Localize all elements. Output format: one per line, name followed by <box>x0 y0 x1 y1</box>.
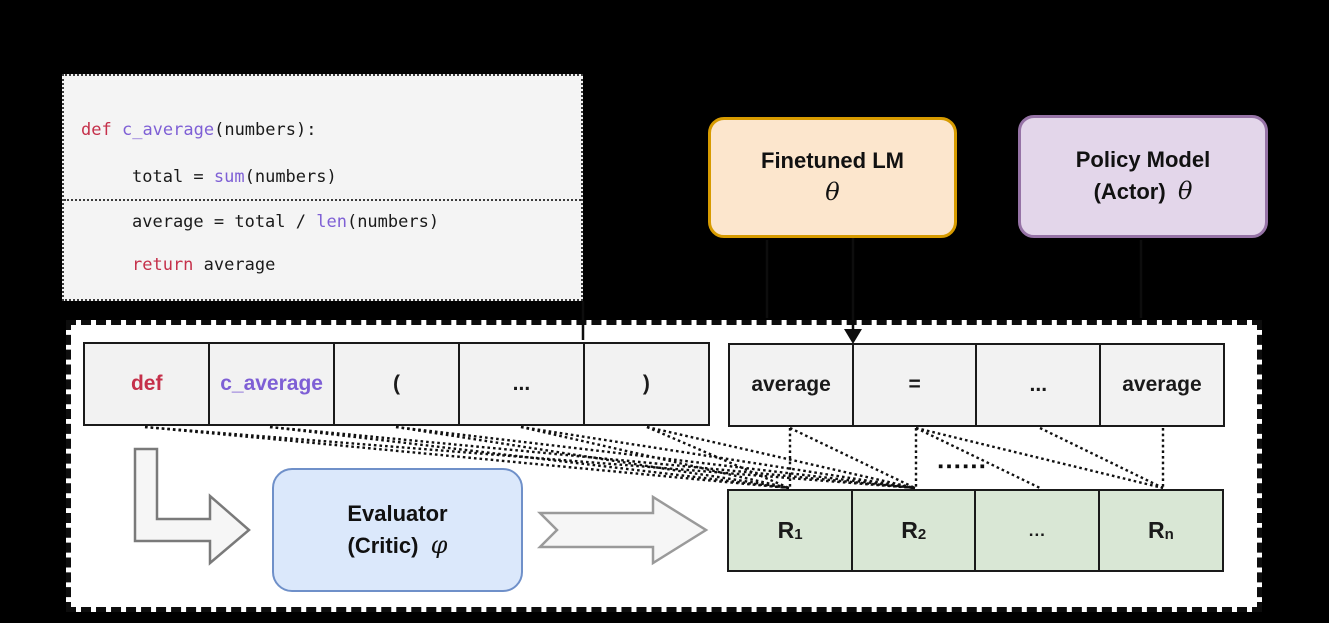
finetuned-lm-title: Finetuned LM <box>761 148 904 174</box>
code-line: def c_average(numbers): <box>81 120 317 140</box>
policy-model-title: Policy Model <box>1075 147 1211 173</box>
generated-token-cell: = <box>851 343 978 427</box>
generated-token-row: average=...average <box>728 343 1225 427</box>
policy-model-box: Policy Model (Actor) θ <box>1018 115 1268 238</box>
policy-model-subtitle: (Actor) θ <box>1093 177 1193 206</box>
prompt-token-cell: ... <box>457 342 586 426</box>
code-line: average = total / len(numbers) <box>132 212 440 232</box>
code-line: total = sum(numbers) <box>132 167 337 187</box>
prompt-token-cell: ) <box>582 342 711 426</box>
evaluator-subtitle: (Critic) φ <box>347 530 448 559</box>
generated-token-cell: average <box>1098 343 1225 427</box>
prompt-token-cell: ( <box>332 342 461 426</box>
evaluator-critic-box: Evaluator (Critic) φ <box>272 468 523 592</box>
prompt-token-cell: c_average <box>207 342 336 426</box>
policy-model-param-theta: θ <box>1177 177 1193 206</box>
finetuned-lm-box: Finetuned LM θ <box>708 117 957 238</box>
generated-token-cell: average <box>728 343 855 427</box>
code-line: return average <box>132 255 276 275</box>
evaluator-title: Evaluator <box>347 500 448 526</box>
evaluator-param-phi: φ <box>430 530 448 559</box>
generated-token-cell: ... <box>975 343 1102 427</box>
finetuned-lm-param-theta: θ <box>825 178 840 207</box>
reward-cell: ... <box>974 489 1101 572</box>
more-connections-ellipsis: ▪▪▪▪▪▪ <box>938 458 988 475</box>
prompt-token-cell: def <box>83 342 211 426</box>
prompt-generation-divider <box>64 199 581 201</box>
code-snippet-box: def c_average(numbers):total = sum(numbe… <box>62 74 583 301</box>
